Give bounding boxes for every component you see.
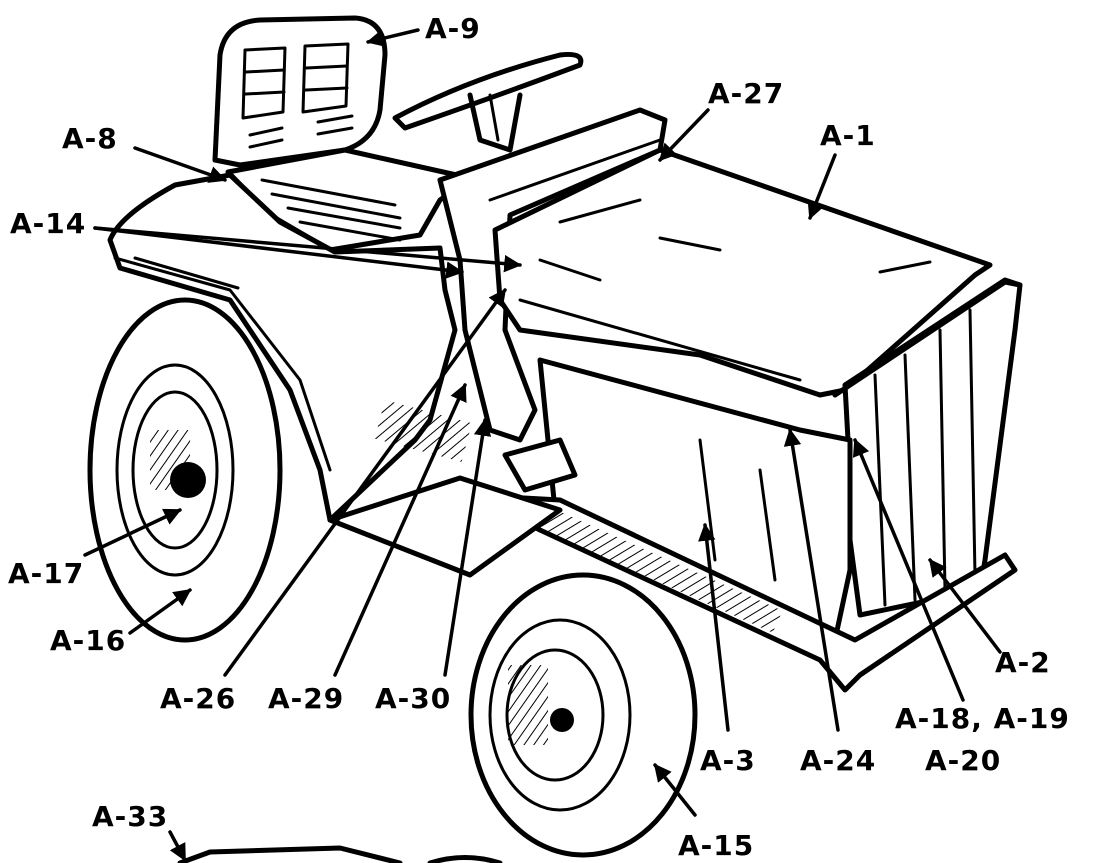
label-a16: A-16	[50, 624, 126, 657]
grille	[832, 277, 1023, 618]
attachment-partial	[177, 845, 503, 863]
label-a1: A-1	[820, 119, 876, 152]
label-a33: A-33	[92, 800, 168, 833]
seat-back	[212, 15, 388, 168]
foot-platform	[327, 399, 578, 578]
label-a9: A-9	[425, 12, 481, 45]
label-a18-a19: A-18, A-19	[895, 702, 1070, 735]
label-a15: A-15	[678, 829, 754, 862]
label-a3: A-3	[700, 744, 756, 777]
label-a8: A-8	[62, 122, 118, 155]
label-a20: A-20	[925, 744, 1001, 777]
tractor-illustration	[87, 15, 1023, 863]
label-a26: A-26	[160, 682, 236, 715]
frame-rail	[467, 492, 1018, 693]
rear-wheel	[87, 297, 283, 643]
front-wheel	[468, 572, 698, 858]
label-a29: A-29	[268, 682, 344, 715]
steering-wheel	[392, 52, 584, 153]
label-a24: A-24	[800, 744, 876, 777]
hood	[492, 147, 993, 398]
label-a27: A-27	[708, 77, 784, 110]
label-a17: A-17	[8, 557, 84, 590]
label-a14: A-14	[10, 207, 86, 240]
dash-console	[437, 107, 668, 443]
label-a2: A-2	[995, 646, 1051, 679]
leader-lines	[83, 28, 1002, 862]
callout-labels: A-9 A-27 A-1 A-8 A-14 A-17 A-16 A-2 A-26…	[8, 12, 1070, 862]
label-a30: A-30	[375, 682, 451, 715]
